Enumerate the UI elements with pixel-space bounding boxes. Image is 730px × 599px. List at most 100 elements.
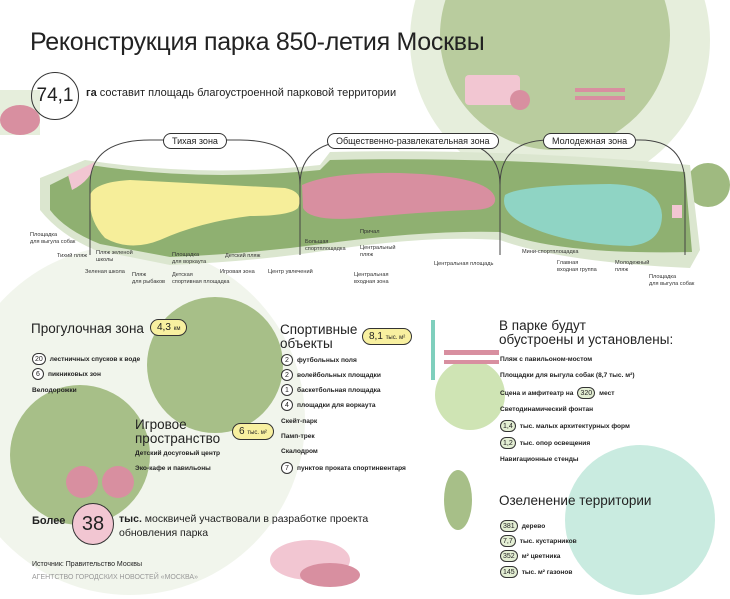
text: пикниковых зон [48, 370, 101, 378]
text: волейбольных площадки [297, 371, 381, 379]
play-badge-value: 6 [239, 426, 245, 437]
count: 2 [281, 354, 293, 366]
text: мест [599, 389, 615, 397]
text: Велодорожки [32, 387, 77, 394]
citizens-pre: Более [32, 515, 66, 527]
area-text: составит площадь благоустроенной парково… [99, 87, 397, 99]
map-label: Мини-спортплощадка [522, 249, 579, 255]
zone-youth: Молодежная зона [543, 133, 637, 149]
count: 1,4 [500, 420, 516, 432]
count: 4 [281, 399, 293, 411]
sport-item: 4 площадки для воркаута [281, 399, 375, 411]
map-label: Главная входная группа [557, 260, 597, 273]
zone-quiet: Тихая зона [163, 133, 227, 149]
map-label: Тихий пляж [57, 253, 87, 259]
count: 20 [32, 353, 46, 365]
play-item: Эко-кафе и павильоны [135, 465, 211, 472]
citizens-desc: москвичей участвовали в разработке проек… [119, 513, 369, 539]
map-label: Пляж для рыбаков [132, 272, 166, 285]
sport-item: Скалодром [281, 448, 318, 455]
green-title: Озеленение территории [499, 493, 652, 508]
map-label: Причал [360, 229, 380, 235]
citizens-count: 38 [72, 503, 114, 545]
sport-item: Памп-трек [281, 433, 315, 440]
text: Сцена и амфитеатр на [500, 389, 574, 397]
walk-badge-unit: км [173, 326, 181, 332]
count: 1 [281, 384, 293, 396]
sport-item: 1 баскетбольная площадка [281, 384, 381, 396]
map-label: Площадка для воркаута [172, 252, 207, 265]
sport-item: 7 пунктов проката спортинвентаря [281, 462, 406, 474]
text: футбольных поля [297, 356, 357, 364]
map-label: Игровая зона [220, 269, 255, 275]
area-unit: га [86, 87, 97, 99]
map-label: Молодежный пляж [615, 260, 650, 273]
map-label: Площадка для выгула собак [30, 232, 76, 245]
text: тыс. опор освещения [519, 439, 591, 447]
map-label: Детский пляж [225, 253, 261, 259]
map-label: Пляж зеленой школы [96, 250, 133, 263]
count: 381 [500, 520, 518, 532]
sport-badge-unit: тыс. м² [385, 335, 406, 341]
play-title: Игровое пространство [135, 417, 221, 446]
text: тыс. м² газонов [521, 568, 573, 576]
map-label: Большая спортплощадка [305, 239, 346, 252]
count: 7,7 [500, 535, 516, 547]
play-badge: 6 тыс. м² [232, 423, 274, 440]
walk-badge-value: 4,3 [157, 322, 171, 333]
text: площадки для воркаута [297, 401, 376, 409]
built-item: Светодинамический фонтан [500, 406, 594, 413]
map-label: Площадка для выгула собак [649, 274, 695, 287]
sport-badge: 8,1 тыс. м² [362, 328, 413, 345]
play-badge-unit: тыс. м² [247, 430, 267, 436]
text: дерево [521, 522, 546, 530]
text: тыс. малых архитектурных форм [519, 422, 630, 430]
text: тыс. кустарников [519, 537, 577, 545]
count: 2 [281, 369, 293, 381]
built-title: В парке будут обустроены и установлены: [499, 318, 674, 347]
map-label: Детская спортивная площадка [172, 272, 230, 285]
area-caption: га составит площадь благоустроенной парк… [86, 87, 396, 99]
play-item: Детский досуговый центр [135, 450, 221, 457]
count: 7 [281, 462, 293, 474]
map-label: Зеленая школа [85, 269, 125, 275]
page-title: Реконструкция парка 850-летия Москвы [30, 28, 485, 56]
map-label: Центральная площадь [434, 261, 494, 267]
sport-item: 2 футбольных поля [281, 354, 357, 366]
agency-credit: АГЕНТСТВО ГОРОДСКИХ НОВОСТЕЙ «МОСКВА» [32, 574, 198, 581]
count: 6 [32, 368, 44, 380]
sport-item: 2 волейбольных площадки [281, 369, 381, 381]
walk-item: 6 пикниковых зон [32, 368, 101, 380]
citizens-text: тыс. москвичей участвовали в разработке … [119, 512, 379, 540]
sport-badge-value: 8,1 [369, 331, 383, 342]
source: Источник: Правительство Москвы [32, 561, 143, 568]
sport-title: Спортивные объекты [280, 322, 358, 351]
map-label: Центр увлечений [268, 269, 313, 275]
count: 1,2 [500, 437, 516, 449]
text: баскетбольная площадка [297, 386, 381, 394]
map-label: Центральный пляж [360, 245, 396, 258]
built-item: Площадки для выгула собак (8,7 тыс. м²) [500, 372, 635, 379]
sport-item: Скейт-парк [281, 418, 318, 425]
zone-public: Общественно-развлекательная зона [327, 133, 499, 149]
text: лестничных спусков к воде [49, 355, 141, 363]
text: пунктов проката спортинвентаря [297, 464, 406, 472]
walk-badge: 4,3 км [150, 319, 188, 336]
walk-item: Велодорожки [32, 387, 77, 394]
built-item: Навигационные стенды [500, 456, 579, 463]
map-label: Центральная входная зона [354, 272, 389, 285]
area-value: 74,1 [31, 72, 79, 120]
built-item: Пляж с павильоном-мостом [500, 356, 593, 363]
walk-title: Прогулочная зона [31, 321, 144, 336]
count: 145 [500, 566, 518, 578]
citizens-unit: тыс. [119, 513, 142, 525]
count: 352 [500, 550, 518, 562]
text: м² цветника [521, 552, 561, 560]
